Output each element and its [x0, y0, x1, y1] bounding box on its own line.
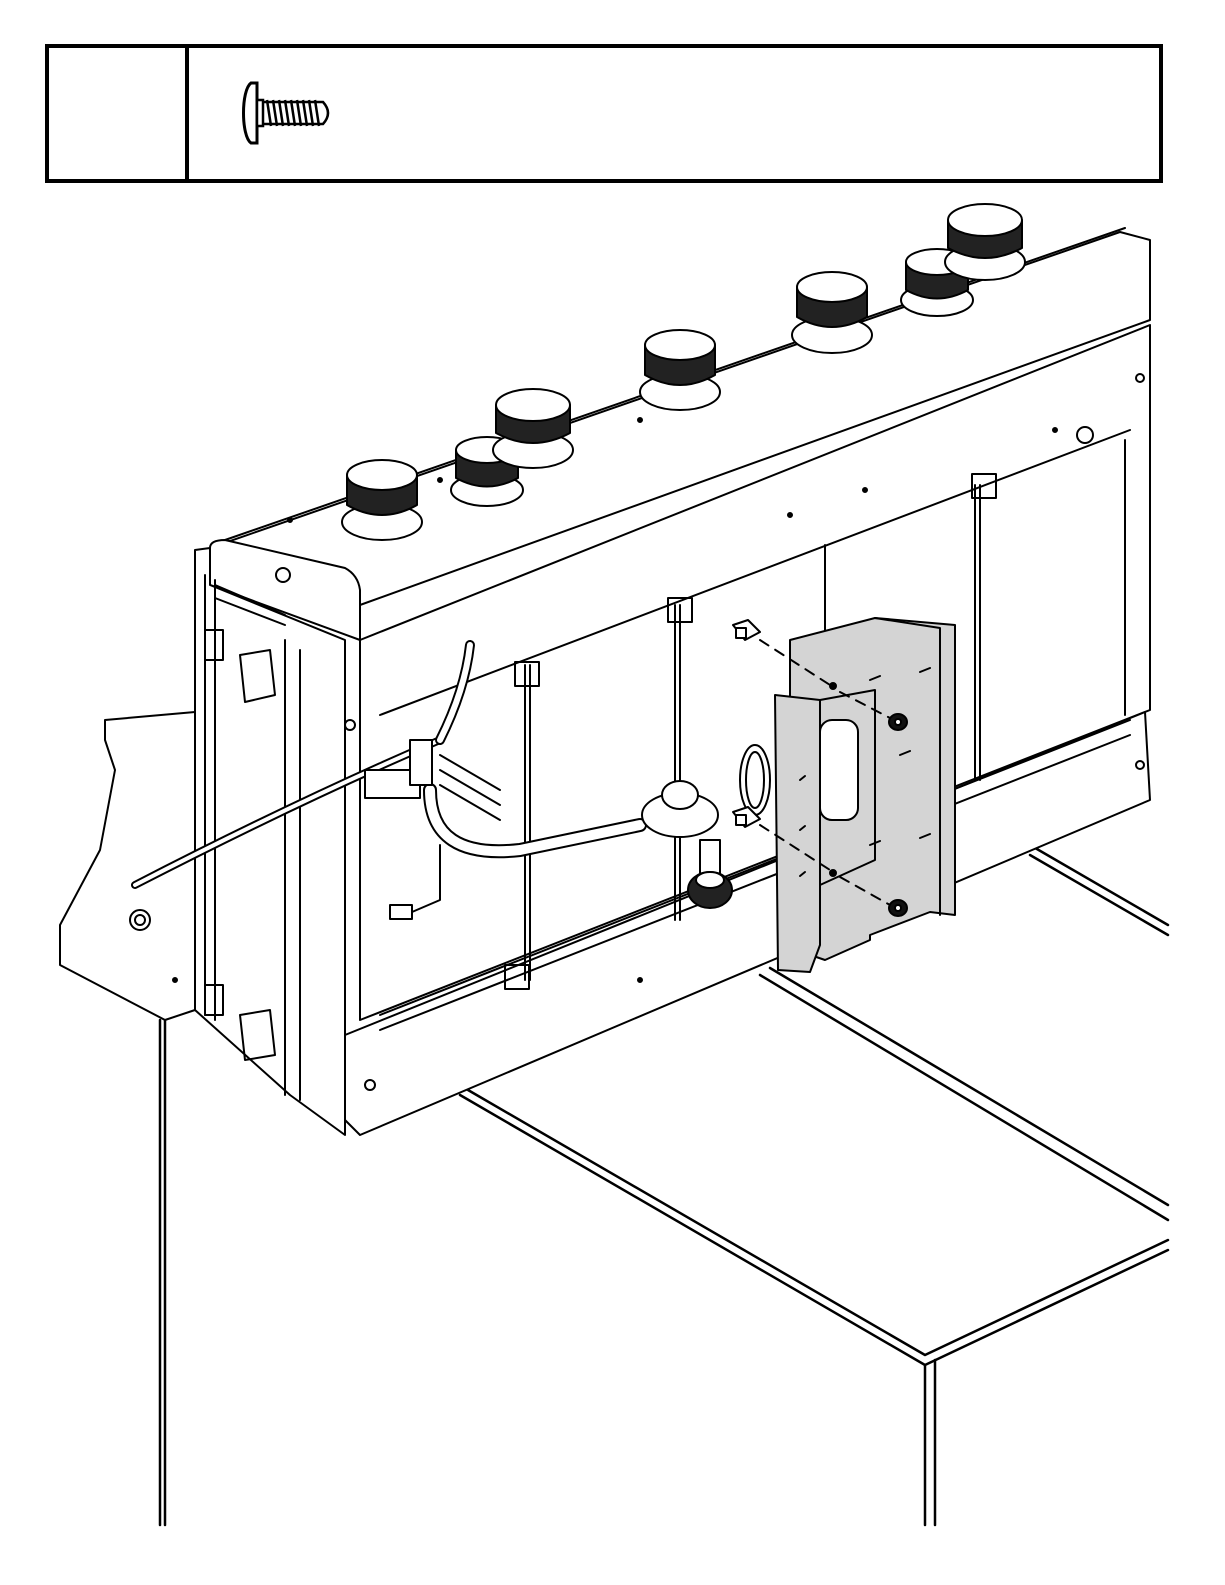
heat-shield-bracket	[775, 618, 955, 972]
knob-5	[792, 272, 872, 353]
knob-3	[493, 389, 573, 468]
knob-1	[342, 460, 422, 540]
screw-bottom	[889, 900, 907, 916]
screw-top	[889, 714, 907, 730]
knob-7	[945, 204, 1025, 280]
knob-4	[640, 330, 720, 410]
